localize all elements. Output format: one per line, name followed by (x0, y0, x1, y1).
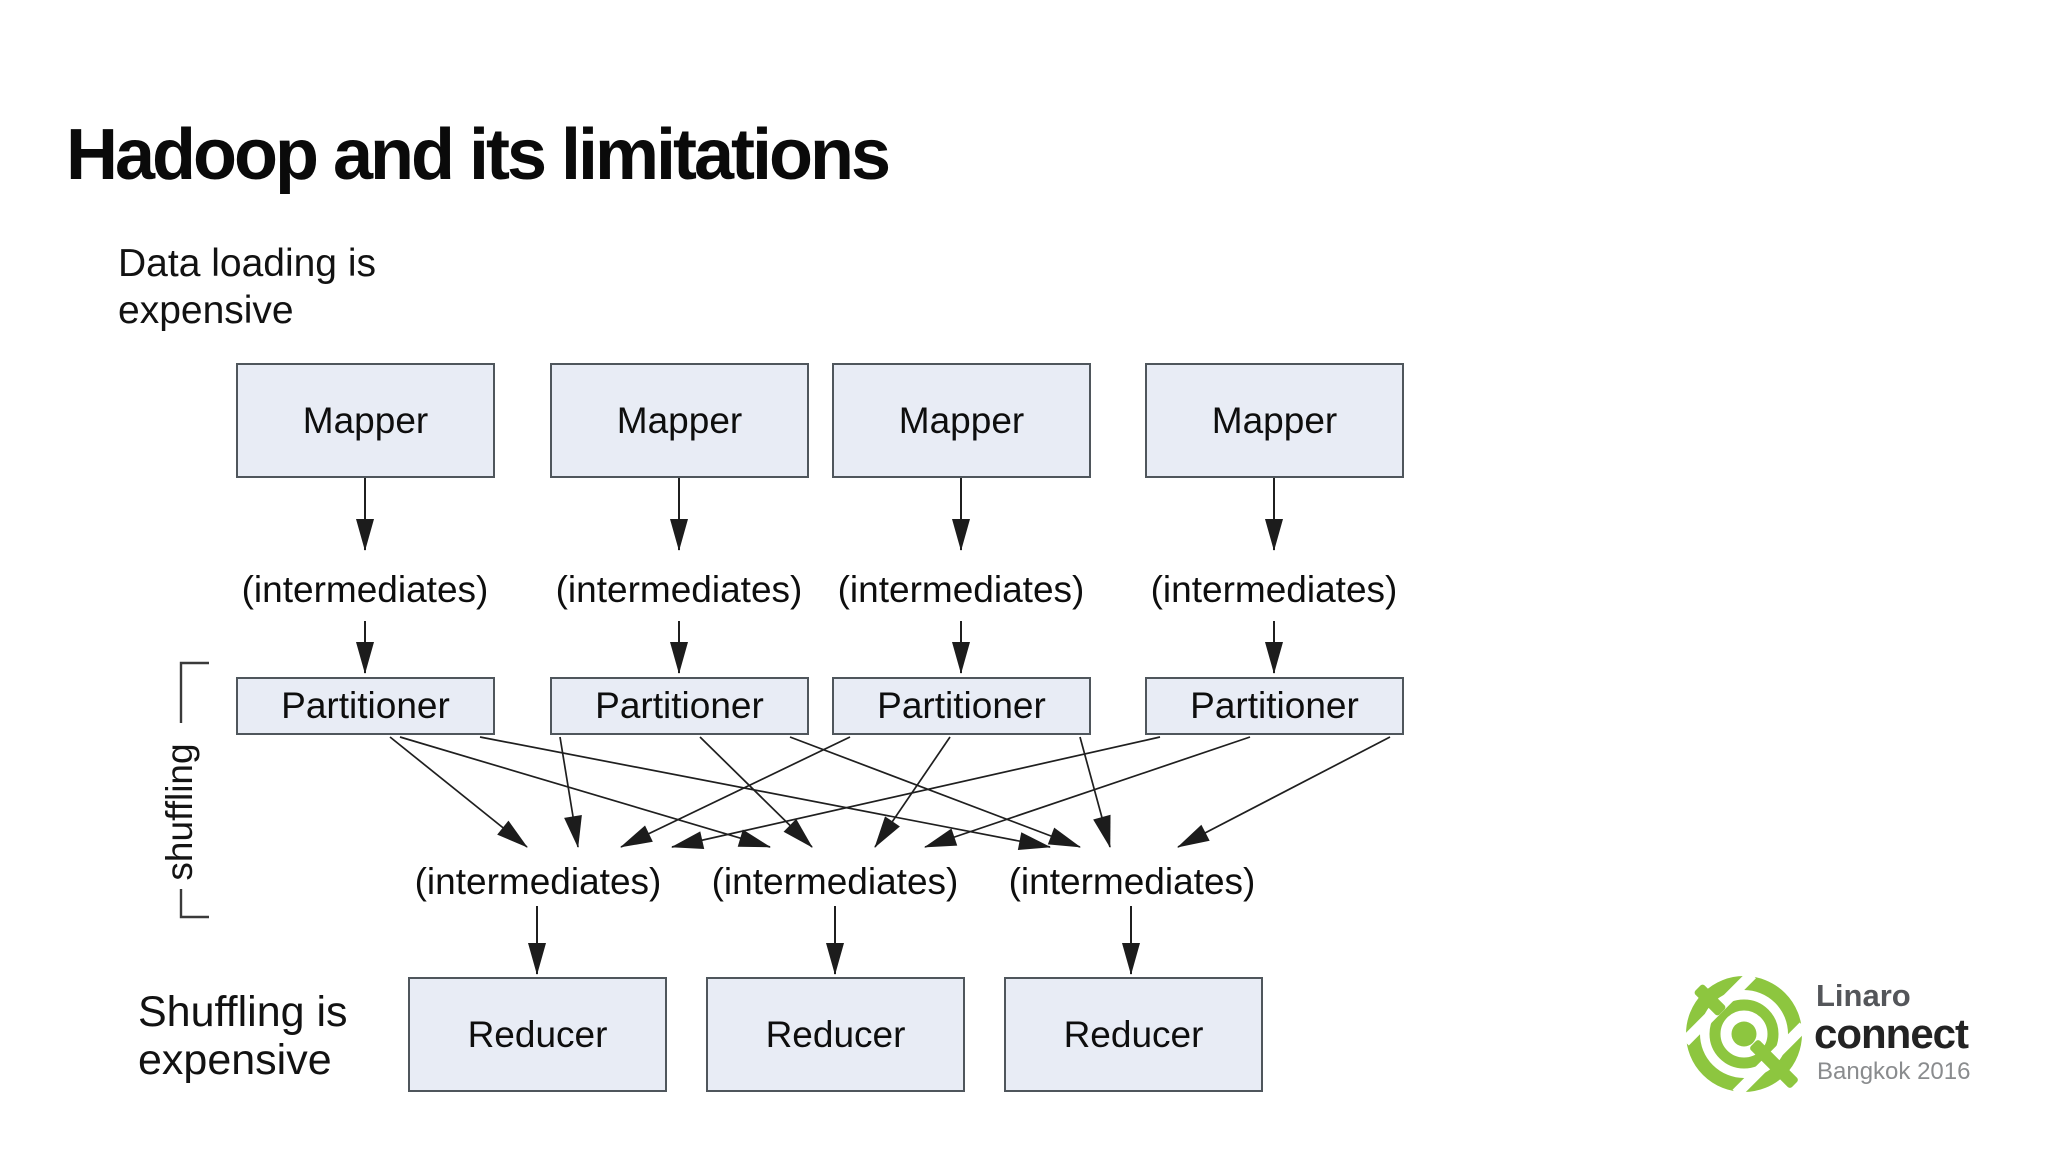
note-data-loading-line1: Data loading is (118, 242, 376, 285)
partitioner-box-4: Partitioner (1145, 677, 1404, 735)
reducer-box-2: Reducer (706, 977, 965, 1092)
mapper-box-1: Mapper (236, 363, 495, 478)
intermediates-top-label-4: (intermediates) (1150, 569, 1398, 610)
shuffling-label: shuffling (159, 743, 200, 881)
reducer-input-arrows (528, 906, 1140, 975)
note-data-loading-line2: expensive (118, 289, 294, 332)
partitioner-box-2: Partitioner (550, 677, 809, 735)
reducer-box-1: Reducer (408, 977, 667, 1092)
mapper-box-2: Mapper (550, 363, 809, 478)
linaro-brand-text: Linaro (1816, 978, 1911, 1013)
intermediates-bottom-label-3: (intermediates) (1008, 861, 1256, 902)
intermediates-bottom-label-2: (intermediates) (711, 861, 959, 902)
mapper-output-arrows (356, 478, 1283, 551)
reducer-box-3: Reducer (1004, 977, 1263, 1092)
linaro-logo-icon (1681, 970, 1808, 1098)
note-shuffling-expensive-line2: expensive (138, 1036, 332, 1084)
intermediates-top-label-2: (intermediates) (555, 569, 803, 610)
intermediates-top-label-3: (intermediates) (837, 569, 1085, 610)
note-data-loading: Data loading is expensive (118, 240, 376, 334)
mapper-box-3: Mapper (832, 363, 1091, 478)
slide-title: Hadoop and its limitations (66, 115, 891, 195)
logo-event-text: Bangkok 2016 (1817, 1058, 1971, 1085)
partitioner-box-3: Partitioner (832, 677, 1091, 735)
intermediates-top-label-1: (intermediates) (241, 569, 489, 610)
linaro-connect-text: connect (1814, 1010, 1969, 1057)
partitioner-box-1: Partitioner (236, 677, 495, 735)
note-shuffling-expensive: Shuffling is expensive (138, 988, 348, 1084)
intermediates-bottom-label-1: (intermediates) (414, 861, 662, 902)
partitioner-input-arrows (356, 621, 1283, 674)
shuffle-arrows (389, 736, 1391, 850)
mapper-box-4: Mapper (1145, 363, 1404, 478)
shuffling-bracket (179, 661, 209, 919)
note-shuffling-expensive-line1: Shuffling is (138, 988, 348, 1036)
